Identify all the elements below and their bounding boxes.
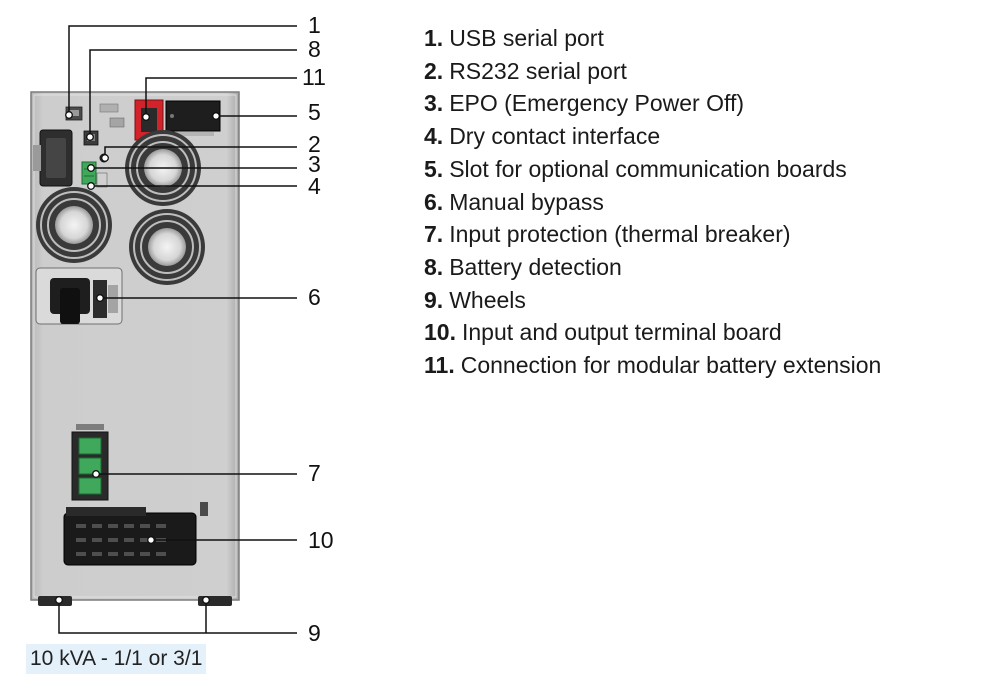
terminal-board (63, 507, 197, 566)
fan-middle-right (129, 209, 205, 285)
legend-item: 4.Dry contact interface (424, 123, 661, 150)
legend-item: 3.EPO (Emergency Power Off) (424, 90, 745, 117)
legend-item: 10.Input and output terminal board (424, 319, 782, 346)
callout-9: 9 (308, 620, 321, 646)
leader-1 (68, 25, 297, 115)
legend-item: 2.RS232 serial port (424, 57, 627, 84)
leader-11 (145, 77, 297, 117)
dry-contact-interface (96, 172, 108, 188)
legend-item: 1.USB serial port (424, 25, 604, 51)
callout-10: 10 (308, 527, 334, 553)
thermal-breaker (71, 424, 109, 501)
leader-9 (58, 600, 297, 634)
legend-item: 7.Input protection (thermal breaker) (424, 221, 791, 248)
callout-5: 5 (308, 99, 321, 125)
leader-dots (55, 111, 220, 604)
callout-6: 6 (308, 284, 321, 310)
callout-11: 11 (302, 64, 326, 90)
callout-numbers: 1 8 11 5 2 3 4 6 7 10 9 (302, 12, 334, 646)
upper-left-bracket (33, 129, 73, 187)
manual-bypass-switch (35, 267, 123, 325)
fan-middle-left (36, 187, 112, 263)
callout-3: 3 (308, 151, 321, 177)
legend-item: 9.Wheels (424, 286, 526, 313)
legend-item: 6.Manual bypass (424, 188, 604, 215)
label-plate (99, 103, 119, 113)
leader-8 (89, 49, 297, 137)
legend-item: 5.Slot for optional communication boards (424, 155, 847, 182)
small-switch (109, 117, 125, 128)
component-legend: 1.USB serial port 2.RS232 serial port 3.… (424, 22, 881, 382)
callout-7: 7 (308, 460, 321, 486)
callout-2: 2 (308, 131, 321, 157)
ground-screw (200, 502, 208, 516)
communication-slot (165, 100, 221, 136)
legend-item: 11.Connection for modular battery extens… (424, 352, 882, 379)
model-caption: 10 kVA - 1/1 or 3/1 (26, 644, 207, 674)
callout-4: 4 (308, 173, 321, 199)
callout-8: 8 (308, 36, 321, 62)
legend-item: 8.Battery detection (424, 253, 622, 280)
callout-1: 1 (308, 12, 321, 38)
